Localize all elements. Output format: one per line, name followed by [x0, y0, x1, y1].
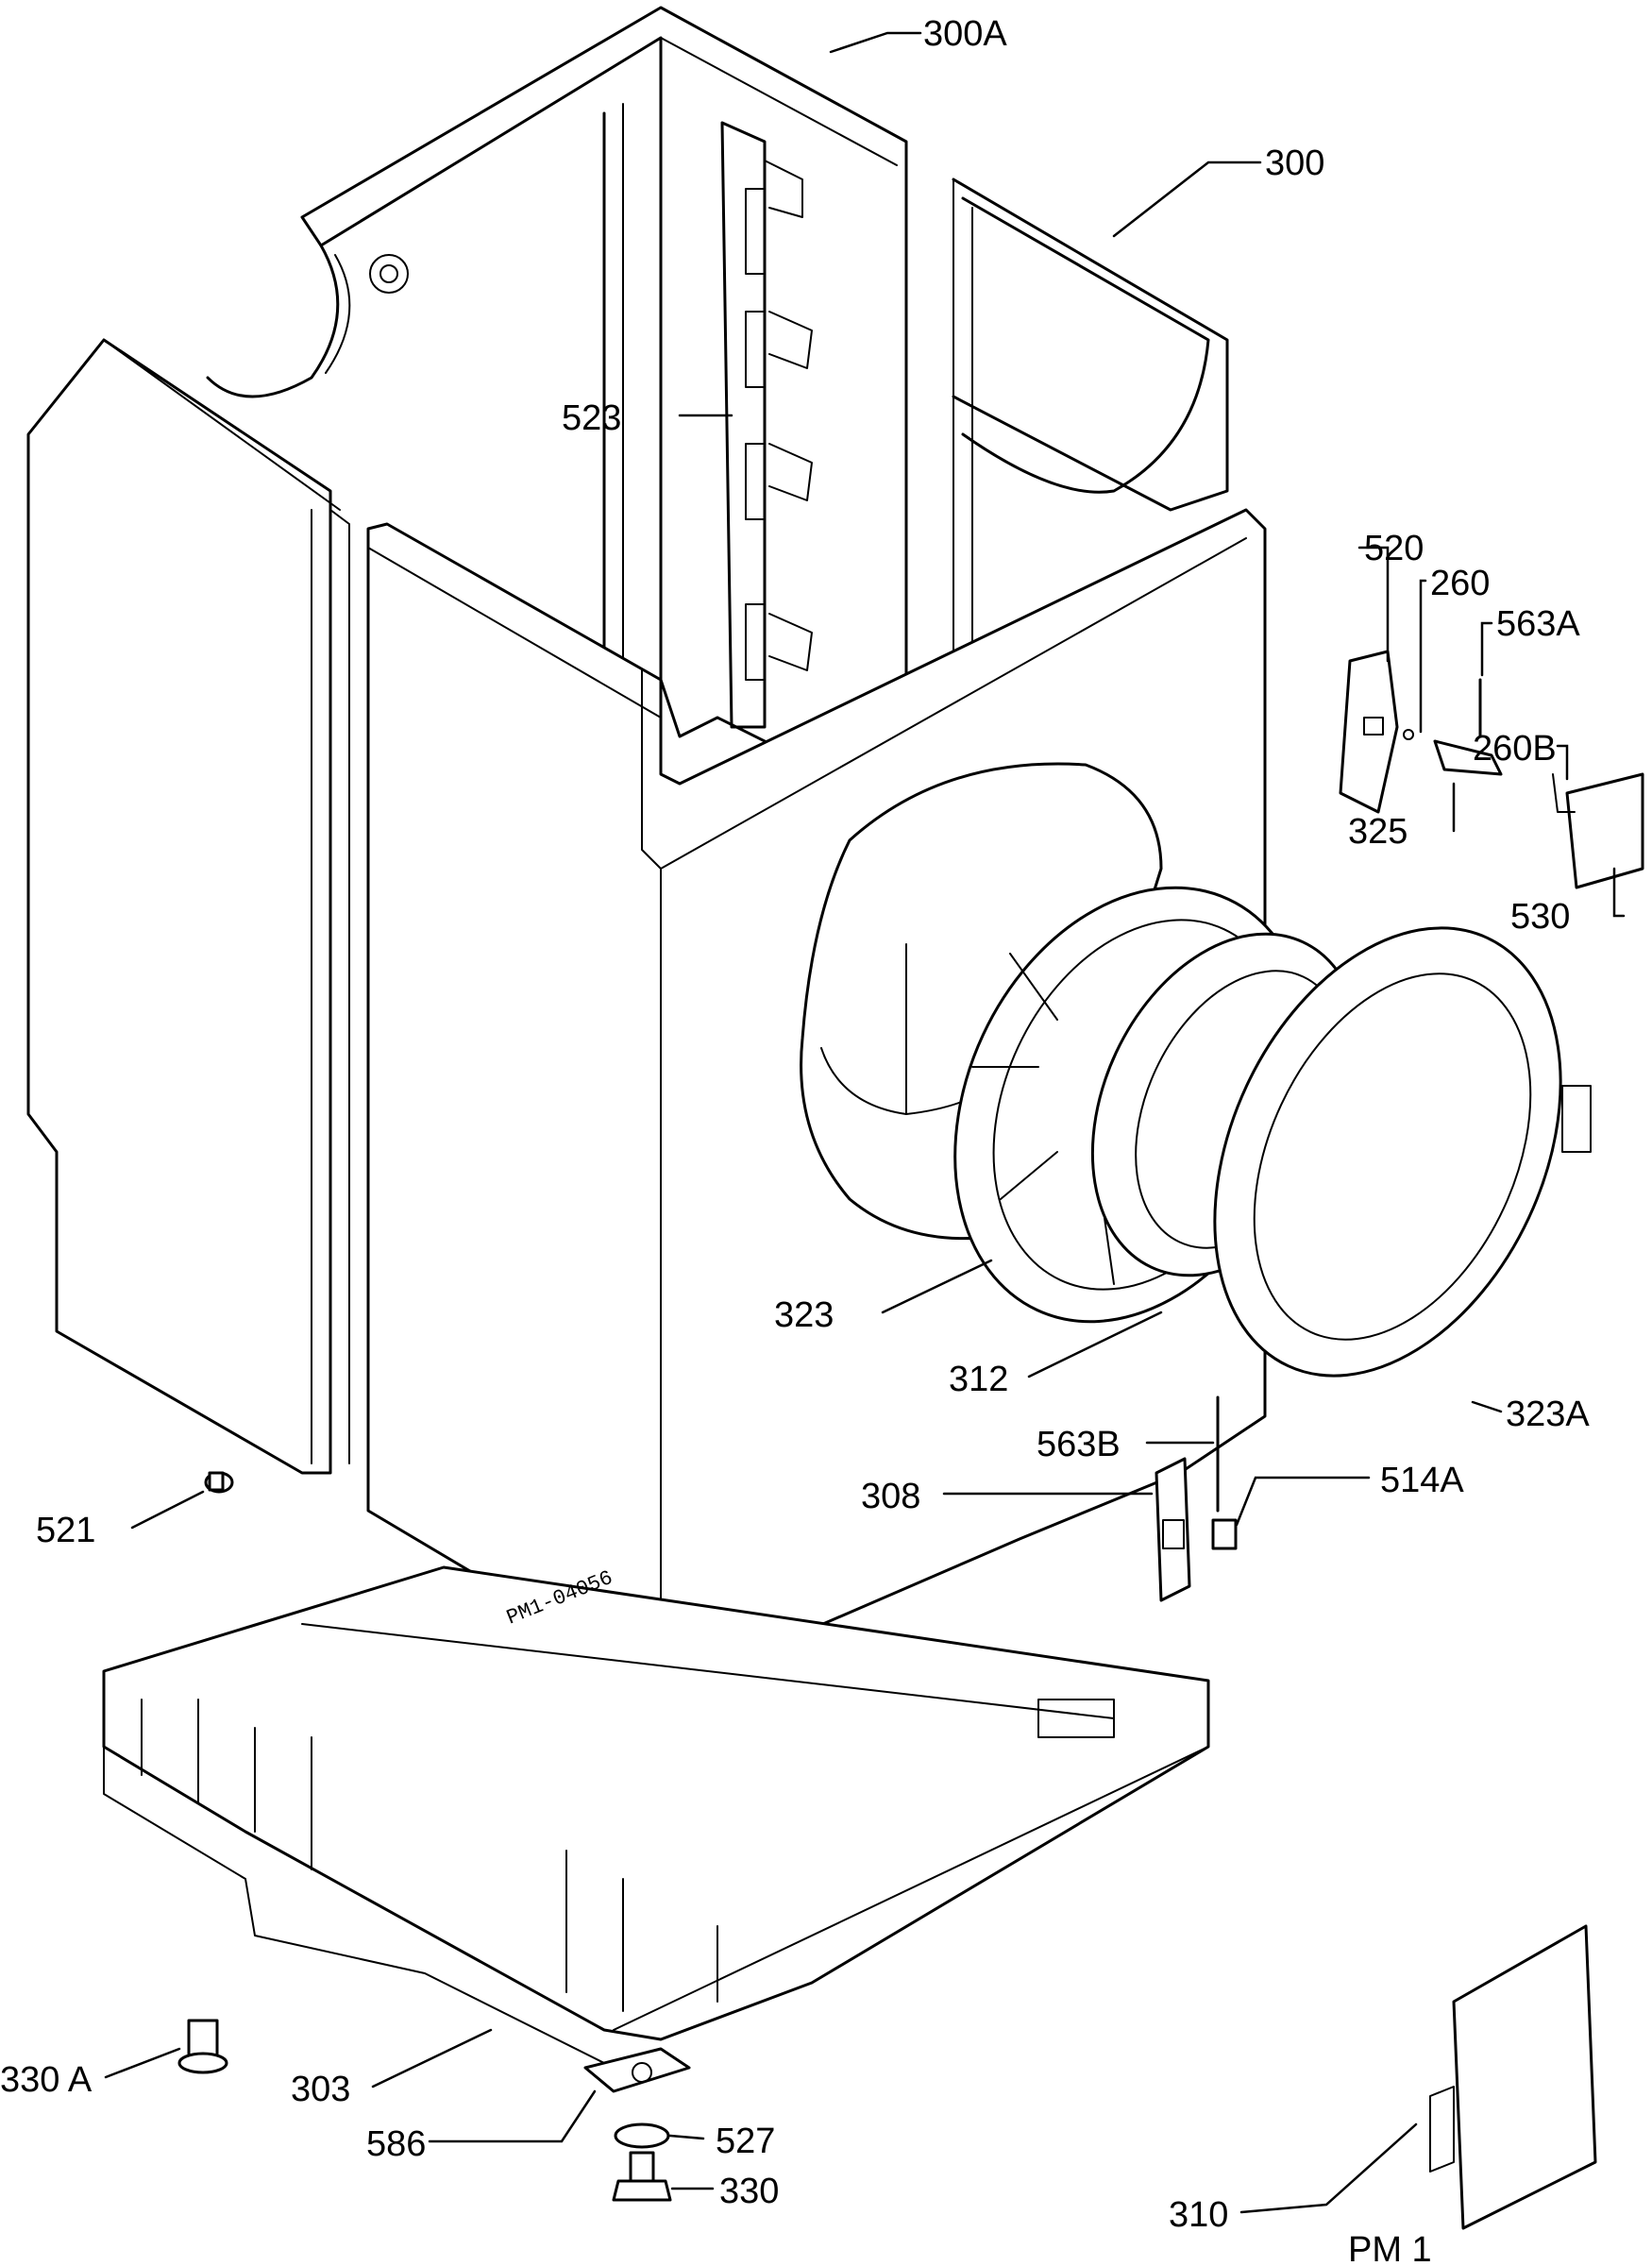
label-586: 586 [366, 2124, 426, 2164]
screw-521 [204, 1471, 234, 1494]
label-514A: 514A [1380, 1461, 1464, 1500]
foot-330A [177, 2019, 228, 2074]
label-521: 521 [36, 1511, 95, 1550]
sheet-label: PM 1 [1348, 2230, 1432, 2266]
label-303: 303 [291, 2070, 350, 2109]
label-323: 323 [774, 1295, 834, 1335]
rear-frame-300A [206, 6, 908, 814]
label-523: 523 [562, 398, 621, 438]
label-308: 308 [861, 1477, 920, 1516]
hinge-assembly [1155, 1395, 1238, 1602]
flap-310 [1429, 1924, 1597, 2230]
door-323A [1213, 926, 1592, 1378]
cabinet-front [366, 508, 1267, 1692]
label-530: 530 [1510, 897, 1570, 937]
label-300A: 300A [923, 14, 1007, 54]
label-312: 312 [949, 1360, 1008, 1399]
label-260B: 260B [1473, 729, 1557, 769]
left-side-panel [26, 338, 350, 1475]
base-303 [102, 1565, 1210, 2069]
label-563A: 563A [1496, 604, 1580, 644]
label-330A: 330 A [0, 2060, 93, 2100]
leader-lines [104, 31, 1626, 2214]
label-330: 330 [719, 2172, 779, 2211]
label-310: 310 [1169, 2195, 1228, 2235]
rail-523 [720, 121, 813, 729]
label-520: 520 [1364, 529, 1424, 568]
foot-assembly [583, 2047, 691, 2202]
label-323A: 323A [1506, 1395, 1590, 1434]
label-300: 300 [1265, 144, 1324, 183]
label-260: 260 [1430, 564, 1490, 603]
label-325: 325 [1348, 812, 1408, 852]
label-563B: 563B [1037, 1425, 1121, 1464]
label-527: 527 [716, 2122, 775, 2161]
door-hook-assembly [1339, 650, 1644, 889]
